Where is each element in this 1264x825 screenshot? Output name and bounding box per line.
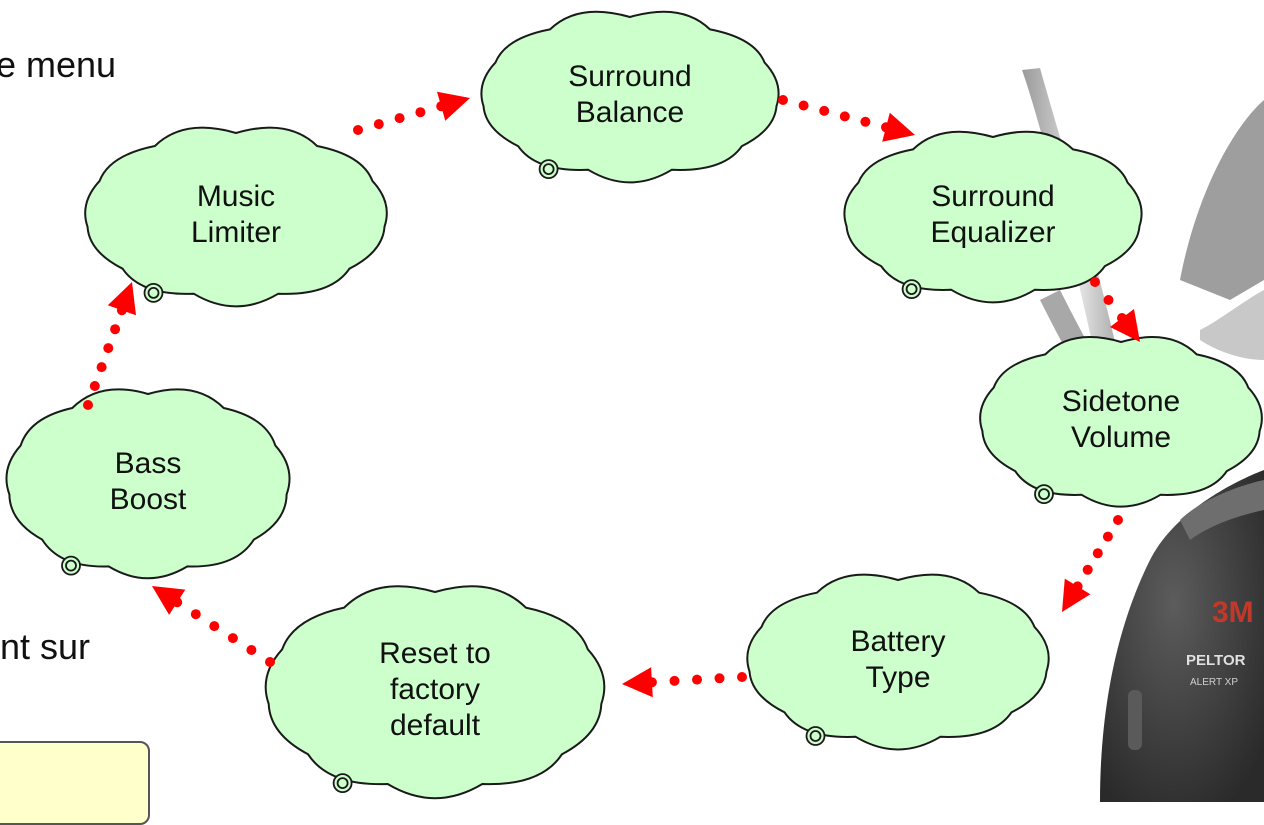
ear-cup-button xyxy=(1128,690,1142,750)
cloud-label-line: default xyxy=(389,709,481,742)
cloud-shape xyxy=(979,336,1263,508)
headband-top-pad xyxy=(1180,100,1264,300)
arrow-head xyxy=(1110,309,1140,342)
arrow-dot xyxy=(1102,531,1113,542)
arrow-dot xyxy=(1082,564,1093,575)
cloud-label-line: Bass xyxy=(114,447,182,480)
cloud-label-line: Equalizer xyxy=(930,216,1056,249)
cloud-tail-circle xyxy=(1038,488,1050,501)
cloud-label-line: Surround xyxy=(931,180,1055,213)
arrow-dot xyxy=(394,113,405,124)
cloud-tail-circle xyxy=(65,559,77,572)
cloud-tail-circle xyxy=(905,283,918,296)
cloud-shape xyxy=(264,585,606,800)
menu-cycle-diagram: 3M PELTOR ALERT XP xyxy=(5,10,1264,802)
arrow-dot xyxy=(190,609,201,620)
cloud-shape xyxy=(480,10,780,184)
cloud-label-line: Type xyxy=(865,661,931,694)
cloud-label-line: Sidetone xyxy=(1061,385,1181,418)
dotted-arrow xyxy=(622,667,747,698)
cloud-label-line: Battery xyxy=(850,625,946,658)
cloud-label-line: Limiter xyxy=(190,216,282,249)
cloud-label-line: Volume xyxy=(1070,421,1172,454)
arrow-head xyxy=(437,91,470,121)
cloud-node-sidetone-volume xyxy=(979,336,1263,508)
arrow-head xyxy=(622,667,653,698)
arrow-dot xyxy=(103,343,114,354)
cloud-node-music-limiter xyxy=(84,126,388,308)
arrow-dot xyxy=(839,111,850,122)
cloud-node-surround-balance xyxy=(480,10,780,184)
arrow-dot xyxy=(96,362,107,373)
arrow-head xyxy=(152,586,186,615)
cloud-label-line: Boost xyxy=(109,483,187,516)
cloud-node-surround-equalizer xyxy=(843,130,1143,304)
cloud-shape xyxy=(5,388,291,580)
arrow-dot xyxy=(1090,277,1100,287)
dotted-arrow xyxy=(1062,515,1123,612)
arrow-dot xyxy=(265,657,275,667)
arrow-dot xyxy=(714,673,725,684)
device-brand-logo: 3M xyxy=(1212,596,1254,629)
dotted-arrow xyxy=(778,95,915,142)
arrow-dot xyxy=(89,381,100,391)
arrow-dot xyxy=(373,119,384,130)
arrow-dot xyxy=(353,125,363,135)
arrow-dot xyxy=(737,672,747,682)
arrow-dot xyxy=(798,100,809,111)
arrow-head xyxy=(882,112,915,142)
arrow-dot xyxy=(110,324,121,335)
arrow-dot xyxy=(692,674,702,685)
arrow-dot xyxy=(669,675,680,686)
device-product-name: PELTOR xyxy=(1186,652,1246,669)
arrow-dot xyxy=(246,645,257,655)
headband-connector xyxy=(1200,290,1264,360)
cloud-tail-circle xyxy=(542,163,555,176)
dotted-arrow xyxy=(83,282,136,410)
arrow-dot xyxy=(227,633,238,644)
arrow-dot xyxy=(819,105,830,116)
cloud-label-line: Music xyxy=(196,180,276,213)
ear-cup-rim xyxy=(1180,480,1264,540)
cloud-node-bass-boost xyxy=(5,388,291,580)
cloud-tail-circle xyxy=(809,730,822,742)
arrow-dot xyxy=(860,116,871,127)
cloud-tail-circle xyxy=(336,777,349,789)
cloud-label-line: factory xyxy=(389,673,481,706)
side-text-middle: nt sur xyxy=(0,626,91,667)
arrow-dot xyxy=(1092,548,1103,559)
arrow-head xyxy=(107,282,136,316)
cloud-tail-circle xyxy=(147,286,160,299)
dotted-arrow xyxy=(152,586,275,667)
cloud-shape xyxy=(843,130,1143,304)
arrow-dot xyxy=(1113,515,1123,525)
arrow-dot xyxy=(778,95,788,105)
cloud-label-line: Reset to xyxy=(379,637,491,670)
device-model-name: ALERT XP xyxy=(1190,677,1238,688)
arrow-dot xyxy=(415,107,426,118)
arrow-dot xyxy=(209,621,220,632)
cloud-label-line: Balance xyxy=(575,96,685,129)
side-text-top: e menu xyxy=(0,44,117,85)
arrow-dot xyxy=(1103,295,1114,305)
cloud-node-battery-type xyxy=(746,573,1050,751)
cloud-shape xyxy=(84,126,388,308)
dotted-arrow xyxy=(1090,277,1140,342)
cloud-node-reset-factory xyxy=(264,585,606,800)
arrow-dot xyxy=(83,400,93,410)
arrow-head xyxy=(1062,578,1091,612)
dotted-arrow xyxy=(353,91,470,135)
cloud-shape xyxy=(746,573,1050,751)
cloud-label-line: Surround xyxy=(568,60,692,93)
